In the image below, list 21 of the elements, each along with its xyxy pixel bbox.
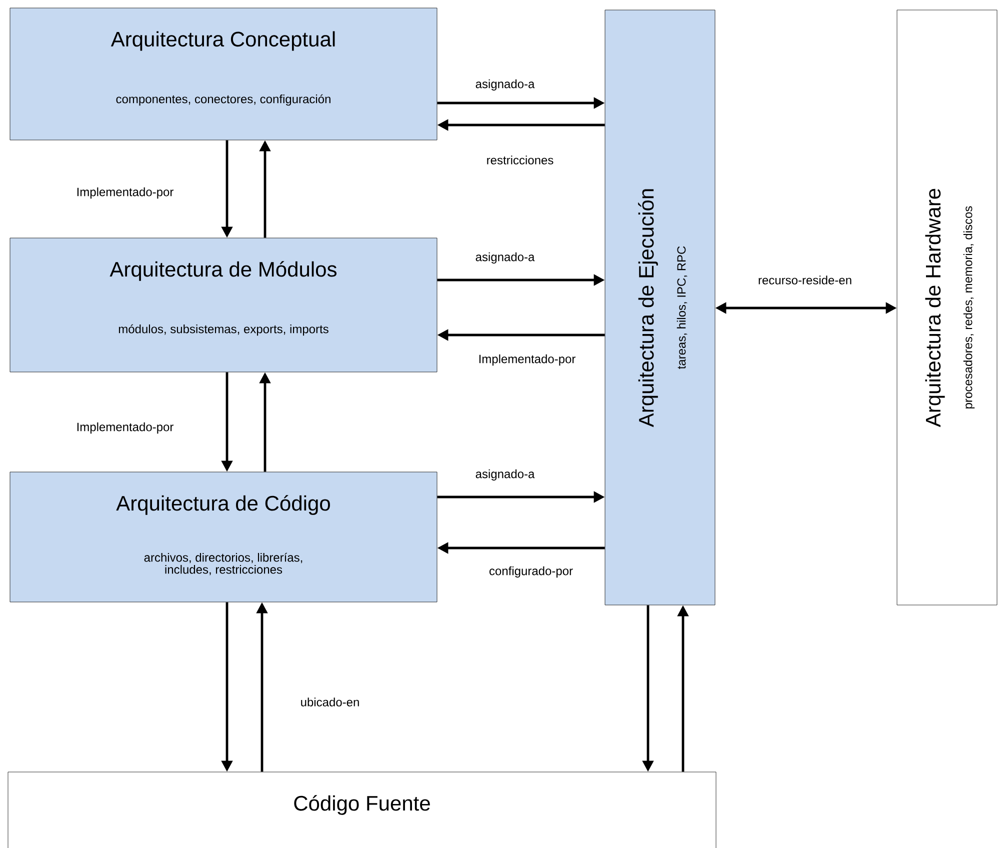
edge-label: restricciones — [485, 154, 555, 166]
box-text: procesadores, redes, memoria, discos — [963, 206, 975, 408]
edge-label: configurado-por — [488, 565, 574, 579]
box-title: Arquitectura de Hardware — [925, 188, 945, 428]
box-text: módulos, subsistemas, exports, imports — [118, 324, 328, 336]
box-text: tareas, hilos, IPC, RPC — [676, 246, 688, 369]
box-title: Código Fuente — [294, 795, 430, 815]
edge-label: asignado-a — [474, 78, 536, 92]
edge-label: Implementado-por — [75, 421, 175, 435]
box-text: componentes, conectores, configuración — [116, 94, 330, 106]
edge-label: asignado-a — [474, 251, 536, 265]
edge-label: recurso-reside-en — [757, 274, 854, 286]
box-title: Arquitectura de Ejecución — [638, 189, 658, 428]
box-title: Arquitectura Conceptual — [110, 31, 335, 51]
box-title: Arquitectura de Módulos — [110, 261, 336, 281]
edge-label: ubicado-en — [299, 696, 361, 708]
box-title: Arquitectura de Código — [116, 495, 330, 515]
box-text: archivos, directorios, librerías, includes, restricciones — [144, 552, 302, 576]
edge-label: Implementado-por — [477, 353, 577, 367]
edge-label: Implementado-por — [75, 186, 175, 200]
edge-label: asignado-a — [474, 468, 536, 482]
